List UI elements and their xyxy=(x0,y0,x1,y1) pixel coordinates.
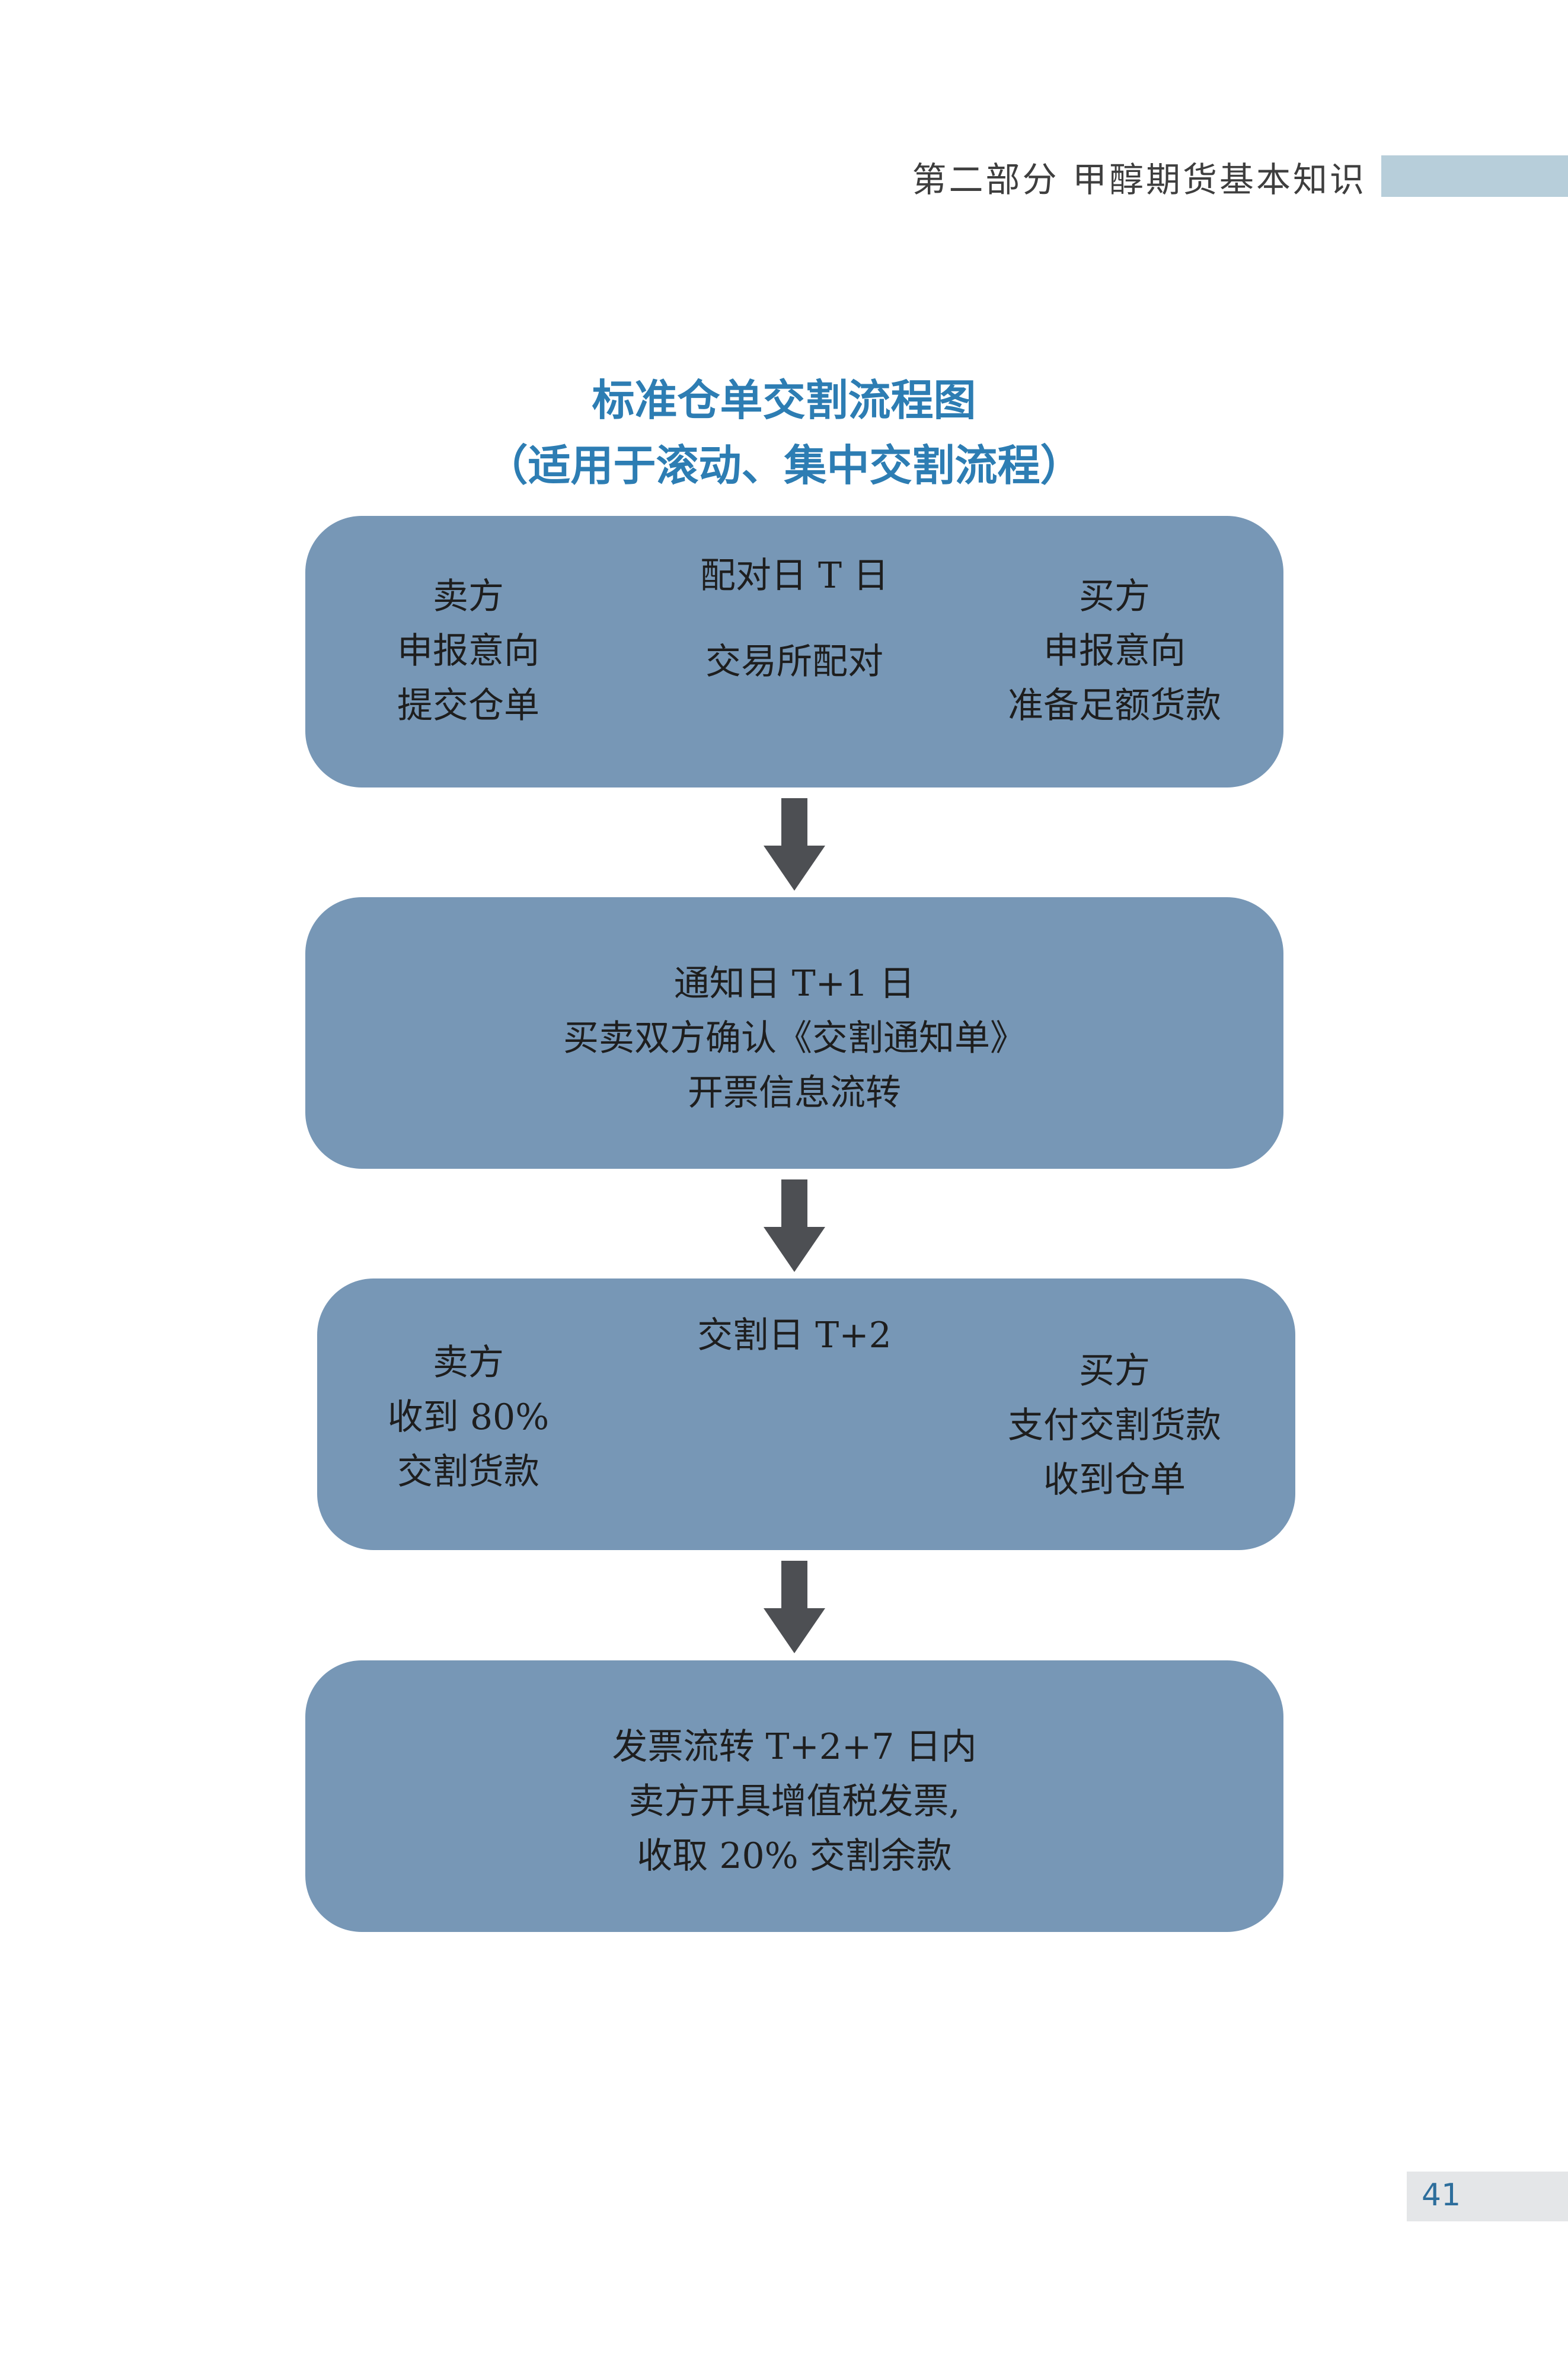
step-text: 交易所配对 xyxy=(705,641,883,683)
buyer-text: 准备足额货款 xyxy=(1008,685,1221,726)
seller-text: 提交仓单 xyxy=(397,685,539,726)
step-box-invoice-flow: 发票流转 T+2+7 日内 卖方开具增值税发票, 收取 20% 交割余款 xyxy=(305,1660,1283,1932)
seller-text: 收到 80% xyxy=(387,1397,550,1438)
step-box-notice-day: 通知日 T+1 日 买卖双方确认《交割通知单》 开票信息流转 xyxy=(305,897,1283,1169)
step-text: 买卖双方确认《交割通知单》 xyxy=(563,1018,1026,1059)
buyer-text: 支付交割货款 xyxy=(1008,1405,1221,1446)
page-number-bar xyxy=(1407,2172,1568,2221)
step-text: 卖方开具增值税发票, xyxy=(628,1781,960,1822)
step-heading: 通知日 T+1 日 xyxy=(673,963,915,1005)
seller-label: 卖方 xyxy=(433,576,504,617)
seller-text: 申报意向 xyxy=(397,630,539,672)
buyer-text: 申报意向 xyxy=(1043,630,1186,672)
buyer-label: 买方 xyxy=(1079,1350,1150,1392)
seller-label: 卖方 xyxy=(433,1342,504,1383)
step-heading: 交割日 T+2 xyxy=(697,1315,892,1356)
page-number: 41 xyxy=(1422,2177,1461,2213)
step-box-delivery-day: 卖方 收到 80% 交割货款 交割日 T+2 买方 支付交割货款 收到仓单 xyxy=(317,1278,1295,1550)
down-arrow-icon xyxy=(764,1561,825,1653)
seller-text: 交割货款 xyxy=(397,1451,539,1493)
step-heading: 配对日 T 日 xyxy=(700,555,889,597)
step-heading: 发票流转 T+2+7 日内 xyxy=(612,1726,977,1768)
header-accent-bar xyxy=(1381,155,1568,197)
diagram-title: 标准仓单交割流程图 xyxy=(592,375,976,425)
buyer-text: 收到仓单 xyxy=(1043,1459,1186,1501)
section-title: 第二部分 甲醇期货基本知识 xyxy=(912,160,1366,200)
diagram-subtitle: （适用于滚动、集中交割流程） xyxy=(485,441,1083,490)
down-arrow-icon xyxy=(764,1179,825,1272)
down-arrow-icon xyxy=(764,798,825,891)
step-box-matching-day: 卖方 申报意向 提交仓单 配对日 T 日 交易所配对 买方 申报意向 准备足额货… xyxy=(305,516,1283,787)
step-text: 开票信息流转 xyxy=(688,1072,901,1114)
buyer-label: 买方 xyxy=(1079,576,1150,617)
step-text: 收取 20% 交割余款 xyxy=(637,1835,952,1877)
